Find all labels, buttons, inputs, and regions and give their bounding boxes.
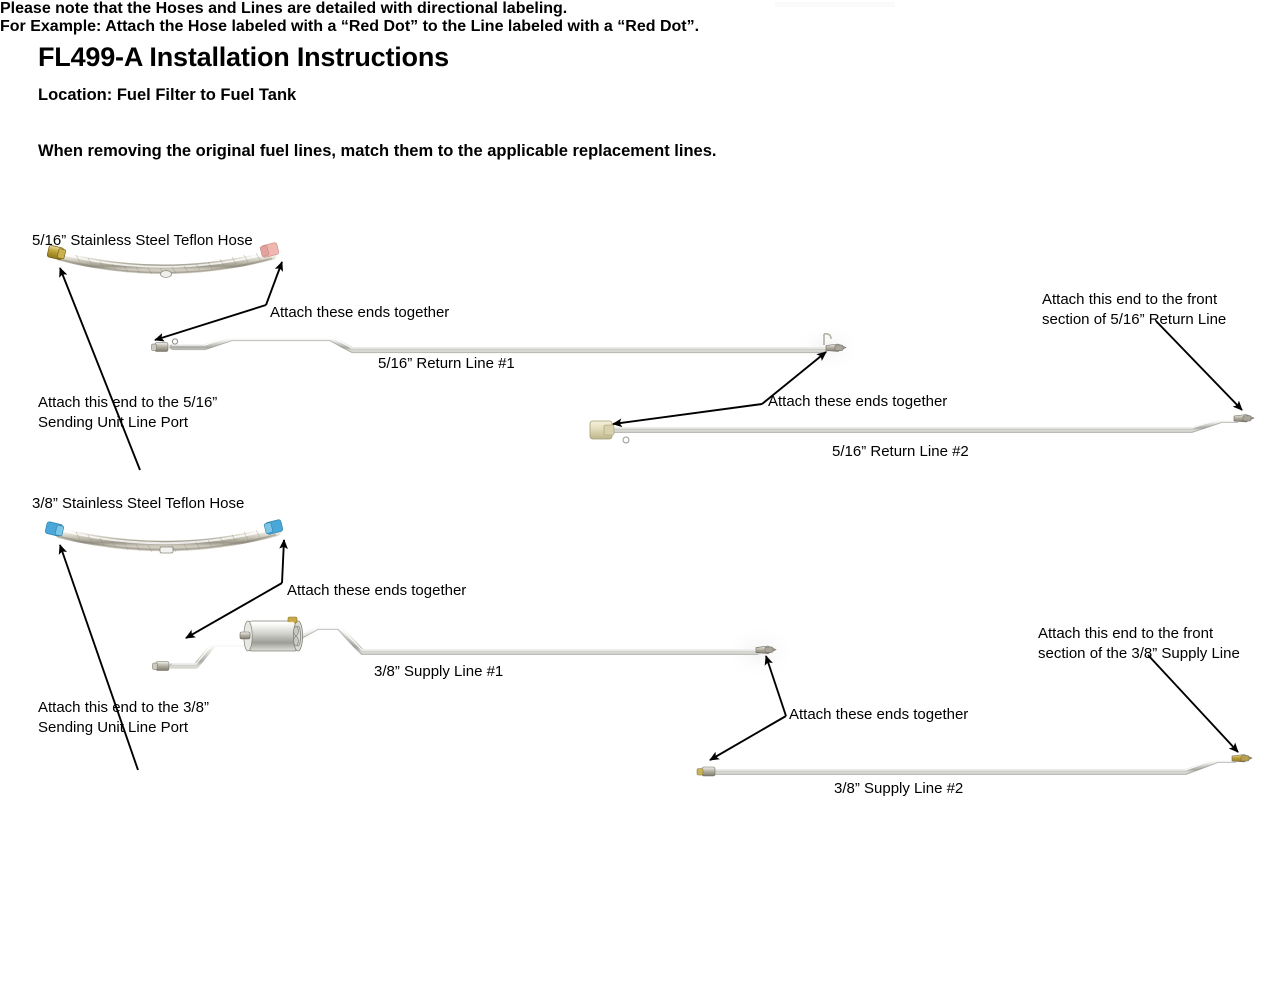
arrow-hose-3-8-right-end — [279, 539, 288, 584]
supply-line-2 — [696, 754, 1253, 777]
label-attach-3-8-sending-unit: Attach this end to the 3/8” Sending Unit… — [38, 699, 209, 736]
arrow-return-line-1-left-end — [154, 304, 267, 342]
match-instruction: When removing the original fuel lines, m… — [38, 142, 717, 160]
arrow-return-line-2-left-end — [612, 403, 763, 428]
return-line-2-right-fitting — [1233, 414, 1255, 423]
footer-note-line-2: For Example: Attach the Hose labeled wit… — [0, 18, 700, 35]
arrow-supply-line-1-right-end — [764, 655, 787, 717]
label-hose-5-16: 5/16” Stainless Steel Teflon Hose — [32, 232, 253, 249]
label-attach-supply-line-1-to-2: Attach these ends together — [789, 706, 969, 723]
inline-fuel-filter — [239, 616, 303, 652]
label-attach-hose-3-8-to-supply-line-1: Attach these ends together — [287, 582, 467, 599]
label-return-line-1: 5/16” Return Line #1 — [378, 355, 515, 372]
arrow-supply-line-2-right-end — [1147, 654, 1239, 753]
page-title: FL499-A Installation Instructions — [38, 42, 449, 72]
label-attach-front-return-line: Attach this end to the front section of … — [1042, 291, 1227, 328]
top-edge-artifact — [775, 2, 895, 7]
hose-5-16-right-fitting-red-dot — [259, 242, 280, 258]
label-supply-line-2: 3/8” Supply Line #2 — [834, 780, 964, 797]
arrow-hose-5-16-right-end — [265, 261, 283, 306]
label-hose-3-8: 3/8” Stainless Steel Teflon Hose — [32, 495, 245, 512]
footer-note-line-1: Please note that the Hoses and Lines are… — [0, 0, 568, 17]
leader-arrows — [58, 261, 1243, 771]
return-line-1-right-fitting — [823, 333, 847, 352]
label-attach-return-line-1-to-2: Attach these ends together — [768, 393, 948, 410]
arrow-hose-5-16-left-end — [59, 267, 141, 471]
label-attach-front-supply-line: Attach this end to the front section of … — [1038, 625, 1240, 662]
hose-3-8-left-fitting-blue-dot — [44, 521, 65, 537]
supply-line-2-right-fitting — [1231, 754, 1253, 763]
hose-3-8 — [44, 519, 284, 554]
return-line-1-left-fitting — [151, 338, 179, 352]
label-attach-5-16-sending-unit: Attach this end to the 5/16” Sending Uni… — [38, 394, 218, 431]
location-label: Location: Fuel Filter to Fuel Tank — [38, 86, 297, 104]
supply-line-1-left-fitting — [152, 661, 170, 671]
return-line-2 — [589, 414, 1255, 444]
supply-line-1-right-fitting — [755, 645, 777, 654]
return-line-2-left-fitting — [589, 420, 630, 444]
arrow-return-line-2-right-end — [1155, 320, 1243, 411]
arrow-supply-line-1-left-end — [185, 582, 283, 639]
arrow-supply-line-2-left-end — [709, 715, 787, 761]
label-attach-hose-5-16-to-return-line-1: Attach these ends together — [270, 304, 450, 321]
supply-line-2-left-fitting — [696, 766, 716, 777]
hose-3-8-right-fitting-blue-dot — [263, 519, 284, 535]
label-supply-line-1: 3/8” Supply Line #1 — [374, 663, 504, 680]
label-return-line-2: 5/16” Return Line #2 — [832, 443, 969, 460]
